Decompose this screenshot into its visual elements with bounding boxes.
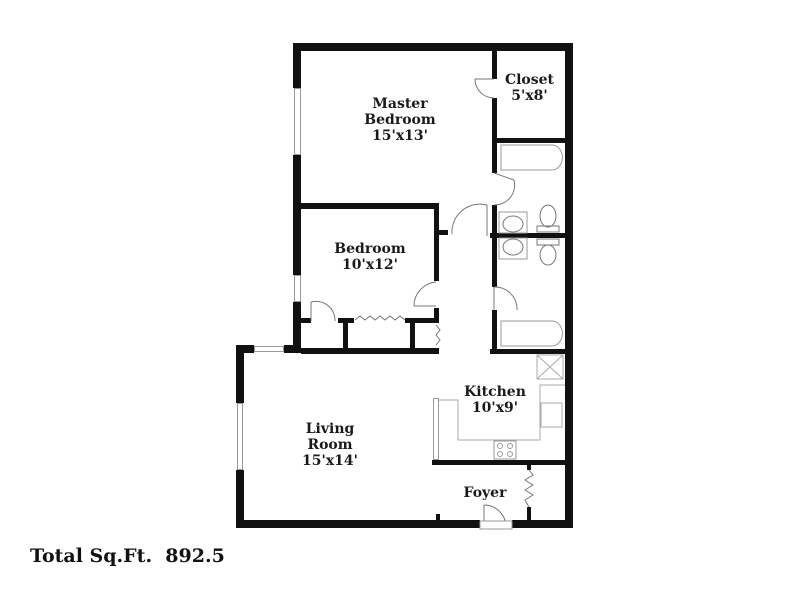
wall-top [293,43,573,51]
closet-door-icon [474,78,495,99]
wall-closet-div-2 [410,318,415,351]
wall-closet-bottom [497,138,565,143]
room-dimensions: 5'x8' [511,88,548,105]
kitchen-counter [439,384,565,441]
wall-bath-bottom [490,349,565,354]
wall-foyer-stub [436,514,440,522]
stove-icon [493,440,517,460]
wall-left-living-b [236,470,244,528]
window-living-top [254,346,284,352]
wall-bath-divider [490,233,565,238]
foyer-bifold-door-icon [524,469,534,508]
wall-bedroom-bottom [301,348,439,354]
sink-icon [498,211,528,234]
room-label-living-room: Living Room 15'x14' [290,421,370,469]
room-dimensions: 10'x9' [471,400,519,417]
bathtub-icon [500,320,563,347]
sink-icon [498,237,528,260]
bathtub-icon [500,144,563,171]
wall-left-living-top-a [236,345,254,353]
toilet-icon [536,238,560,266]
wall-bath-left-b [492,98,497,173]
room-label-closet: Closet 5'x8' [497,72,562,104]
wall-bath-left-a [492,51,497,79]
room-dimensions: 10'x12' [342,257,398,274]
wall-closet-top-b [338,318,354,323]
wall-bedroom-top [301,203,439,209]
total-label: Total Sq.Ft. [30,545,153,567]
wall-bottom-a [236,520,480,528]
wall-left-upper-2 [293,155,301,275]
room-dimensions: 15'x13' [372,128,428,145]
room-name: Room [307,437,353,454]
wall-left-upper [293,43,301,88]
wall-left-living-top-b [284,345,301,353]
window-master-bedroom [294,88,301,155]
room-label-master-bedroom: Master Bedroom 15'x13' [345,96,455,144]
wall-left-living-a [236,345,244,403]
wall-bedroom-right-b [434,308,439,322]
kitchen-sink-icon [540,402,563,428]
room-name: Living [305,421,355,437]
window-kitchen-counter [433,398,439,460]
room-name: Bedroom [334,241,406,257]
wall-bottom-b [512,520,573,528]
linen-closet-door-icon [310,300,336,322]
room-label-bedroom: Bedroom 10'x12' [320,241,420,273]
room-label-foyer: Foyer [450,485,520,501]
wall-foyer-right-a [527,460,531,470]
room-name: Bedroom [364,112,436,129]
bedroom-door-icon [413,281,437,307]
wall-right [565,43,573,528]
room-name: Master [372,96,428,112]
wall-bath-left-c [492,205,497,287]
total-square-footage: Total Sq.Ft. 892.5 [30,545,225,567]
front-door-icon [479,504,513,530]
total-value: 892.5 [165,545,225,567]
room-name: Foyer [463,485,507,501]
wall-bedroom-right-a [434,203,439,281]
refrigerator-icon [536,354,564,380]
room-label-kitchen: Kitchen 10'x9' [455,384,535,416]
master-bedroom-door-icon [451,203,488,236]
wall-bath-left-d [492,310,497,354]
wall-foyer-right-b [527,507,531,522]
wall-kitchen-bottom [432,460,565,465]
toilet-icon [536,204,560,233]
window-bedroom [294,275,301,302]
room-name: Closet [504,72,555,88]
wall-closet-top-c [405,318,439,323]
bifold-door-icon [354,315,406,321]
wall-closet-div-1 [343,318,348,351]
room-name: Kitchen [464,384,526,400]
wall-stub-hall [439,230,448,235]
hall-bifold-door-icon [435,324,441,346]
wall-left-upper-3 [293,302,301,352]
window-living-left [237,403,243,470]
master-bath-door-icon [493,172,516,206]
wall-closet-top-a [301,318,311,323]
bath-door-icon [493,286,518,311]
room-dimensions: 15'x14' [302,453,358,470]
